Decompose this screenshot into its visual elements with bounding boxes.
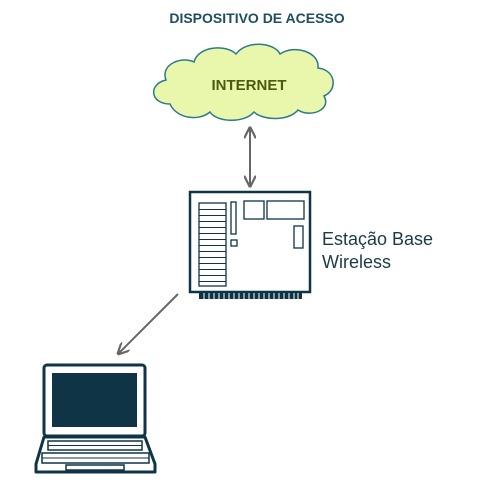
cloud-label: INTERNET (212, 77, 287, 94)
diagram-title: DISPOSITIVO DE ACESSO (169, 10, 344, 26)
wireless-base-station-icon (188, 190, 312, 299)
laptop-icon (34, 363, 157, 474)
cloud-icon (153, 43, 334, 121)
base-station-label-line1: Estação Base (322, 229, 433, 249)
wireless-link-arrow (119, 293, 179, 353)
base-station-label-line2: Wireless (322, 252, 391, 272)
